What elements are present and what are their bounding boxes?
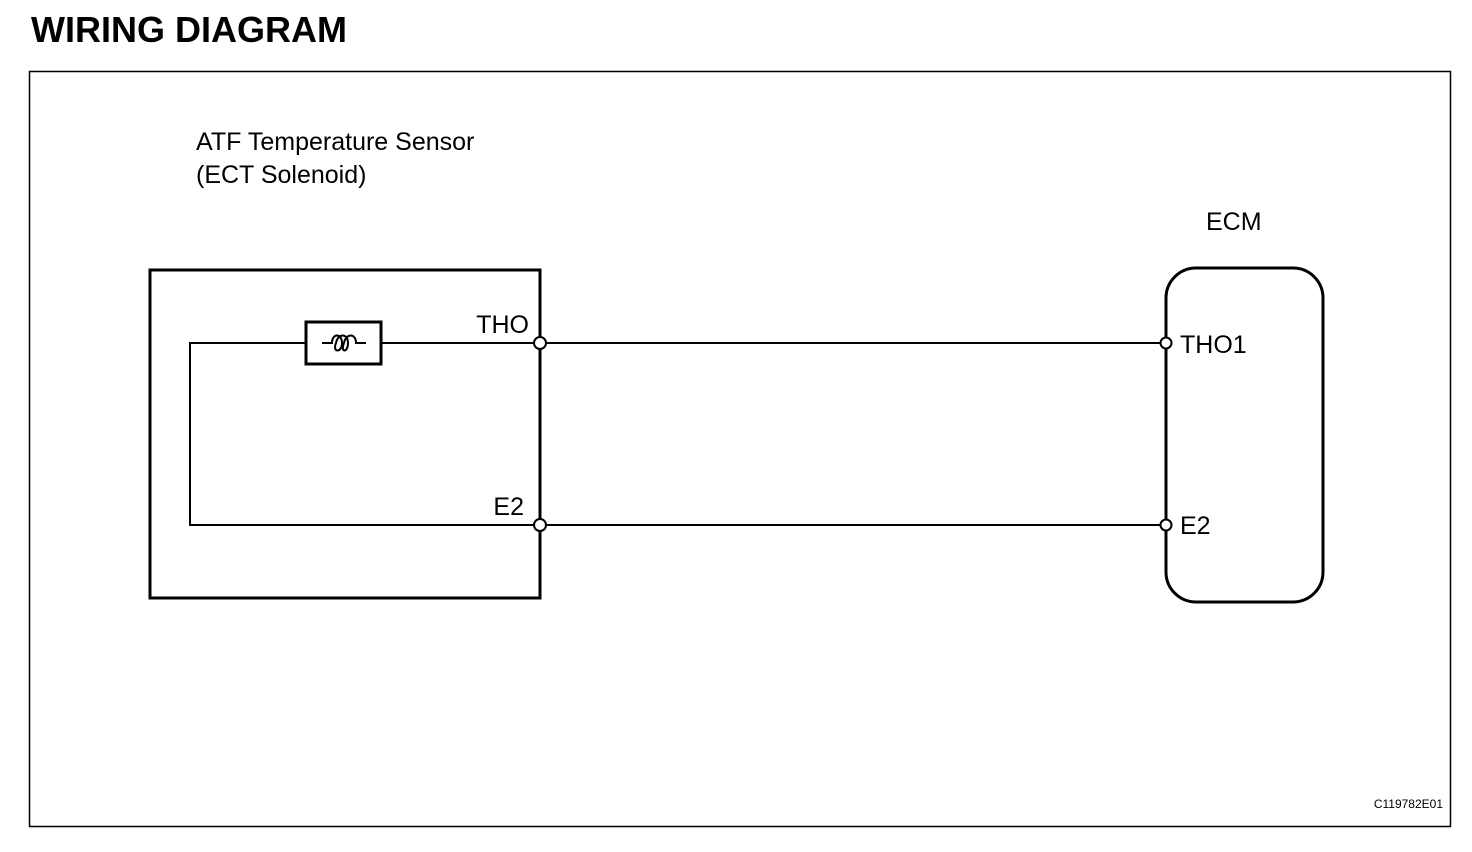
sensor-terminal-tho [533,336,547,350]
sensor-box [148,268,542,600]
figure-code: C119782E01 [1374,797,1443,811]
sensor-title-line1: ATF Temperature Sensor [196,128,474,156]
ecm-title: ECM [1206,208,1262,236]
sensor-terminal-e2 [533,518,547,532]
ecm-box [1164,266,1325,604]
sensor-title-line2: (ECT Solenoid) [196,161,366,189]
ecm-terminal-label-tho1: THO1 [1180,331,1247,359]
diagram-frame [28,70,1452,828]
sensor-internal-wire [189,342,540,526]
sensor-terminal-label-e2: E2 [493,493,524,521]
ecm-terminal-e2 [1159,518,1173,532]
page-title: WIRING DIAGRAM [31,9,347,50]
sensor-terminal-label-tho: THO [476,311,529,339]
ecm-terminal-tho1 [1159,336,1173,350]
ecm-terminal-label-e2: E2 [1180,512,1211,540]
thermistor-icon [304,320,383,366]
